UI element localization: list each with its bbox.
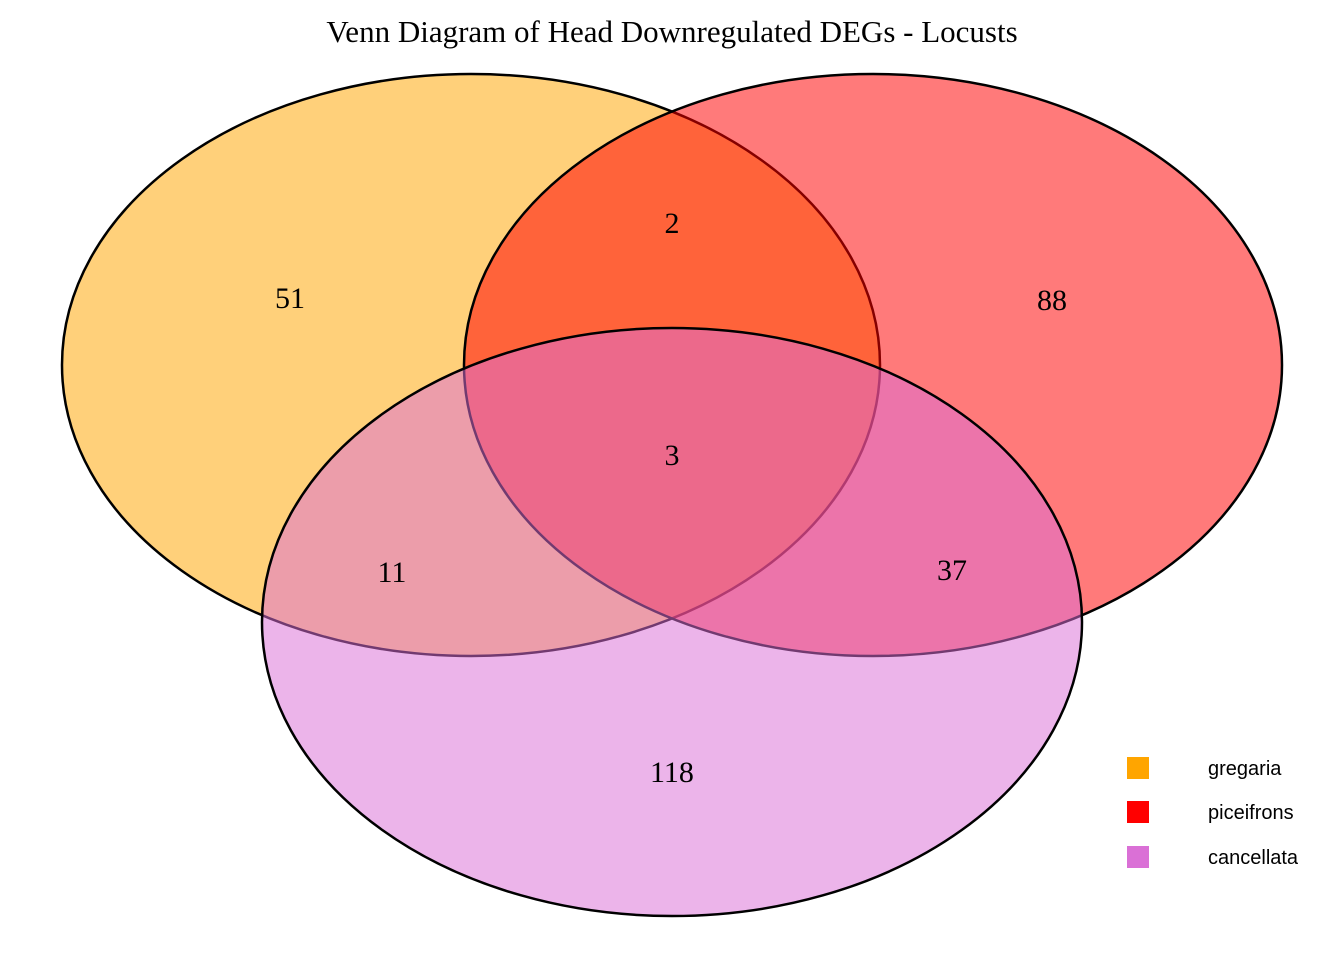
legend-swatch-cancellata [1127, 846, 1149, 868]
legend-label-piceifrons: piceifrons [1208, 802, 1294, 824]
legend-label-gregaria: gregaria [1208, 758, 1282, 780]
region-count-gregaria-only: 51 [275, 282, 305, 315]
legend-swatch-gregaria [1127, 757, 1149, 779]
region-count-gregaria-cancellata: 11 [378, 556, 407, 589]
region-count-cancellata-only: 118 [650, 756, 694, 789]
chart-title: Venn Diagram of Head Downregulated DEGs … [326, 14, 1017, 49]
cancellata-ellipse [260, 326, 1084, 918]
region-count-all-three: 3 [665, 439, 680, 472]
legend-item-piceifrons: piceifrons [1127, 801, 1294, 824]
legend: gregaria piceifrons cancellata [1127, 757, 1299, 869]
legend-swatch-piceifrons [1127, 801, 1149, 823]
region-count-piceifrons-only: 88 [1037, 284, 1067, 317]
region-count-piceifrons-cancellata: 37 [937, 554, 967, 587]
legend-item-cancellata: cancellata [1127, 846, 1299, 869]
legend-label-cancellata: cancellata [1208, 847, 1299, 869]
legend-item-gregaria: gregaria [1127, 757, 1282, 780]
region-count-gregaria-piceifrons: 2 [665, 207, 680, 240]
